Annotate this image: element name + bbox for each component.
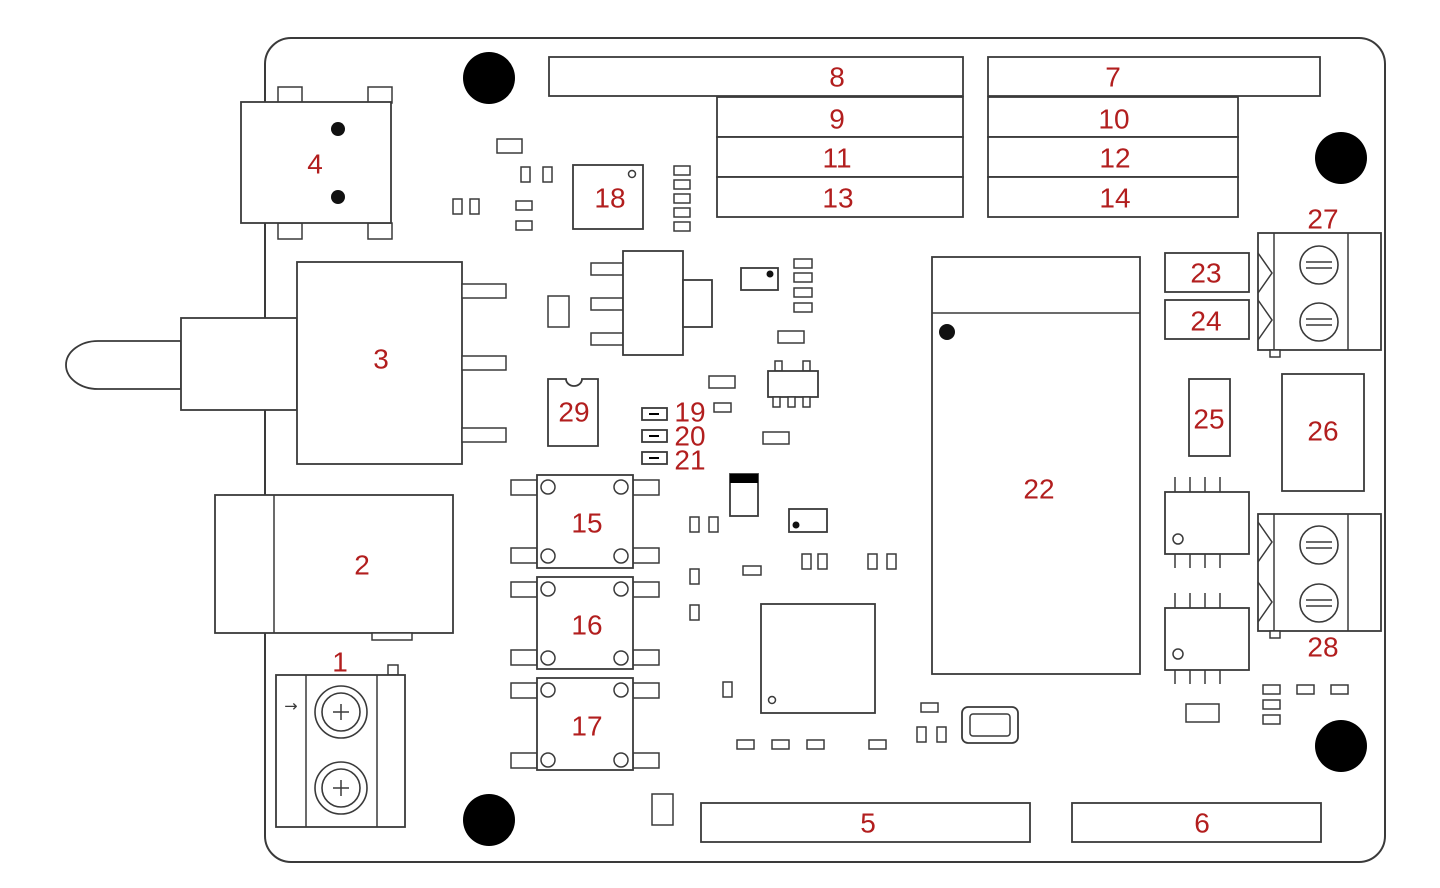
label-24: 24 (1190, 306, 1221, 337)
label-3: 3 (373, 344, 389, 375)
soic-ic-upper (1164, 477, 1250, 568)
label-18: 18 (594, 183, 625, 214)
label-13: 13 (822, 183, 853, 214)
label-29: 29 (558, 397, 589, 428)
label-19: 19 (674, 397, 705, 428)
label-2: 2 (354, 550, 370, 581)
components-right (1164, 252, 1365, 492)
smd-parts-center (708, 258, 819, 445)
component-28-screw-terminal (1257, 513, 1382, 639)
header-13 (716, 176, 964, 218)
component-24 (1164, 299, 1250, 340)
label-12: 12 (1099, 143, 1130, 174)
header-14 (987, 176, 1239, 218)
label-7: 7 (1105, 62, 1121, 93)
label-20: 20 (674, 421, 705, 452)
soic-ic-lower (1164, 593, 1250, 684)
mounting-hole-bottom-right (1315, 720, 1367, 772)
label-15: 15 (571, 508, 602, 539)
header-5 (700, 802, 1031, 843)
label-16: 16 (571, 610, 602, 641)
component-25 (1188, 378, 1231, 457)
button-17 (510, 677, 660, 771)
label-11: 11 (822, 143, 851, 174)
smd-parts-lower-right (1185, 684, 1349, 725)
label-27: 27 (1307, 204, 1338, 235)
header-6 (1071, 802, 1322, 843)
smd-parts-top-left (452, 138, 691, 232)
label-28: 28 (1307, 632, 1338, 663)
component-3-toggle-switch (65, 261, 507, 465)
mounting-hole-bottom-left (463, 794, 515, 846)
label-10: 10 (1098, 104, 1129, 135)
header-8 (548, 56, 964, 97)
header-11 (716, 136, 964, 178)
label-21: 21 (674, 445, 705, 476)
label-6: 6 (1194, 808, 1210, 839)
mounting-hole-top-left (463, 52, 515, 104)
label-26: 26 (1307, 416, 1338, 447)
label-5: 5 (860, 808, 876, 839)
headers-bottom (700, 802, 1322, 843)
leds (641, 407, 668, 465)
terminal-arrow-icon: → (284, 697, 297, 716)
microcontroller (760, 603, 876, 714)
label-22: 22 (1023, 474, 1054, 505)
label-9: 9 (829, 104, 845, 135)
label-23: 23 (1190, 258, 1221, 289)
header-7 (987, 56, 1321, 97)
label-1: 1 (332, 647, 348, 678)
component-labels: 1 2 3 4 5 6 7 8 9 10 11 12 13 14 15 16 1… (307, 62, 1338, 839)
mounting-holes (463, 52, 1367, 846)
voltage-regulator (547, 250, 713, 356)
component-1-screw-terminal: → (275, 664, 406, 828)
component-2-dc-jack (214, 494, 454, 641)
component-4-connector (240, 86, 393, 240)
label-4: 4 (307, 149, 323, 180)
label-25: 25 (1193, 404, 1224, 435)
component-27-screw-terminal (1257, 232, 1382, 358)
crystal (916, 702, 1019, 744)
header-12 (987, 136, 1239, 178)
button-15 (510, 474, 660, 569)
header-9 (716, 96, 964, 138)
component-29-ic (547, 378, 599, 447)
component-18-ic (572, 164, 644, 230)
button-16 (510, 576, 660, 670)
component-26 (1281, 373, 1365, 492)
smd-parts-lower-center (651, 473, 897, 826)
label-8: 8 (829, 62, 845, 93)
label-14: 14 (1099, 183, 1130, 214)
headers-top (548, 56, 1321, 218)
mounting-hole-top-right (1315, 132, 1367, 184)
component-23 (1164, 252, 1250, 293)
component-22-module (931, 256, 1141, 675)
label-17: 17 (571, 711, 602, 742)
